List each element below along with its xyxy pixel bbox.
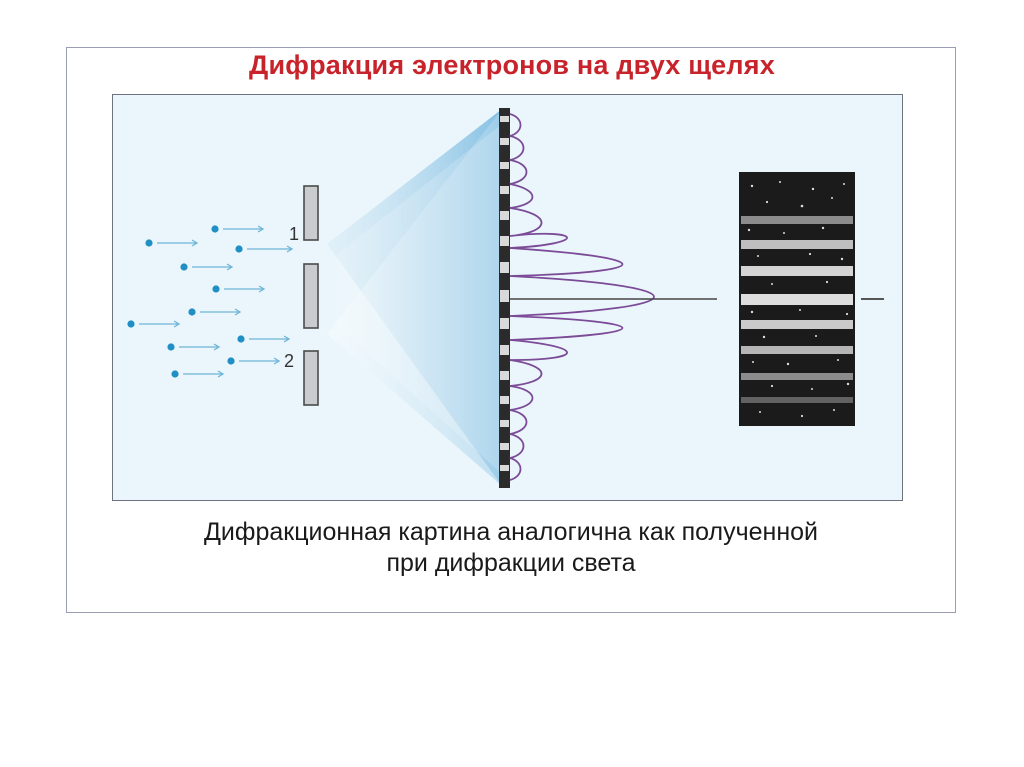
- beam-from-slit-2: [327, 109, 502, 486]
- slide-caption: Дифракционная картина аналогична как пол…: [66, 517, 956, 579]
- fringe-bands: [741, 216, 853, 403]
- diffracted-beams: [327, 109, 502, 486]
- electron-pattern-photo: [739, 172, 855, 426]
- barrier-top: [303, 185, 319, 241]
- beam-highlight: [337, 124, 502, 474]
- electron-dot-icon: [127, 225, 245, 378]
- caption-line-2: при дифракции света: [386, 549, 636, 577]
- intensity-curve: [509, 113, 655, 481]
- fringe-dots: [747, 181, 850, 418]
- barrier-middle: [303, 263, 319, 329]
- slit-label-2: 2: [284, 351, 294, 371]
- slit-barrier: [303, 185, 319, 406]
- slit-label-1: 1: [289, 224, 299, 244]
- slide-title: Дифракция электронов на двух щелях: [249, 50, 775, 80]
- diffraction-figure: 1 2: [112, 94, 903, 501]
- arrow-icon: [139, 225, 294, 378]
- barrier-bottom: [303, 350, 319, 406]
- caption-line-1: Дифракционная картина аналогична как пол…: [203, 518, 819, 546]
- incoming-electrons: [127, 225, 294, 378]
- detection-screen: [499, 108, 510, 488]
